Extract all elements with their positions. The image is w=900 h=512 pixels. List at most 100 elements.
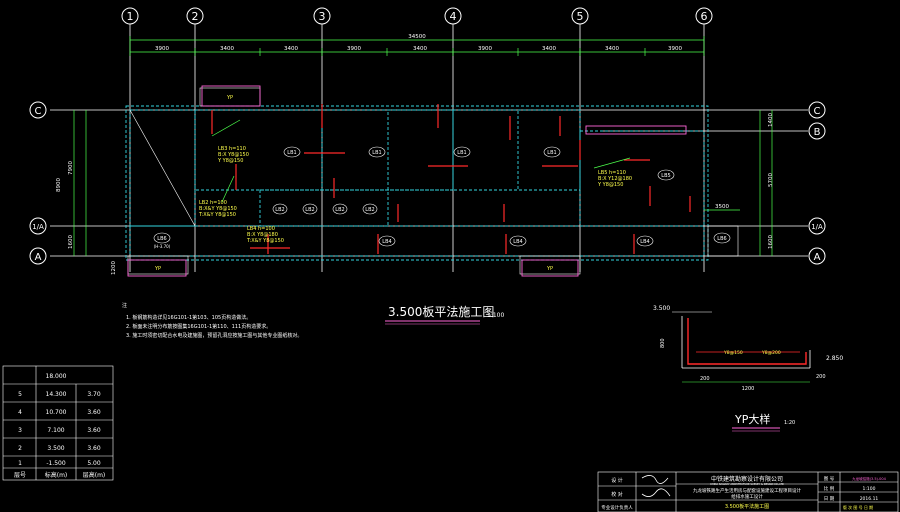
note-c-2: B:X Y12@180 (598, 176, 632, 182)
plan-title-block: 3.500板平法施工图 1:100 (385, 305, 504, 325)
detail-title: YP大样 (734, 412, 770, 426)
tb-design-label: 设 计 (611, 477, 623, 484)
dim-left-3: 1600 (68, 235, 74, 249)
general-notes: 注 1. 板钢筋构造详见16G101-1第103、105页构造做法。 2. 板面… (122, 302, 302, 339)
tb-drawing-name: 3.500板平法施工图 (725, 503, 769, 510)
slab-tag-labels: LB1 LB1 LB1 LB1 LB5 LB2 LB2 LB2 LB2 LB6 … (154, 150, 727, 249)
tb-field-2-label: 比 例 (824, 485, 835, 492)
axis-label-6: 6 (701, 10, 708, 23)
level-row-5-height: 3.70 (87, 391, 101, 398)
notes-heading: 注 (122, 302, 127, 309)
slab-tag-lb6-b: LB6 (717, 236, 726, 242)
yp-outlines (127, 85, 687, 277)
dim-bay-3: 3400 (284, 46, 298, 52)
dim-bay-1: 3900 (155, 46, 169, 52)
detail-dim-3: 200 (816, 374, 826, 380)
level-row-1-floor: 1 (18, 460, 22, 467)
level-header-elev: 标高(m) (45, 471, 68, 479)
dim-bay-4: 3900 (347, 46, 361, 52)
axis-bubbles-top: 1 2 3 4 5 6 (121, 7, 713, 25)
dim-bay-8: 3400 (605, 46, 619, 52)
level-row-4-elev: 10.700 (46, 409, 67, 416)
slab-outlines (125, 105, 709, 261)
level-row-1-height: 5.00 (87, 460, 101, 467)
note-b-2: B:X&Y Y8@150 (199, 206, 237, 212)
detail-dim-4: 1200 (742, 386, 755, 392)
level-table-text: 18.000 5 14.300 3.70 4 10.700 3.60 3 7.1… (14, 373, 105, 479)
dim-right-2: 5700 (768, 173, 774, 187)
axis-label-3: 3 (319, 10, 326, 23)
tb-check-label: 校 对 (611, 491, 623, 498)
rebar-marks (211, 104, 691, 254)
detail-dim-2: 800 (660, 338, 666, 348)
slab-tag-lb2-d: LB2 (365, 207, 374, 213)
tb-resp-label: 专业设计负责人 (601, 504, 633, 511)
level-row-1-elev: -1.500 (46, 460, 66, 467)
dim-left-2: 8900 (56, 178, 62, 192)
slab-tag-lb2-c: LB2 (335, 207, 344, 213)
title-block-text: 设 计 校 对 专业设计负责人 中铁建筑勘察设计有限公司 CHINA RAILW… (601, 475, 886, 511)
axis-label-a-left: A (35, 252, 42, 263)
level-row-5-floor: 5 (18, 391, 22, 398)
level-row-3-elev: 7.100 (47, 427, 64, 434)
axis-label-1a-left: 1/A (32, 223, 44, 231)
level-row-4-floor: 4 (18, 409, 22, 416)
level-table (2, 365, 114, 481)
level-row-5-elev: 14.300 (46, 391, 67, 398)
yp-label-bottom-right: YP (546, 266, 553, 272)
axis-label-c-right: C (814, 106, 821, 117)
detail-dim-1: 200 (700, 376, 710, 382)
tb-field-3-value: 2016.11 (860, 496, 879, 502)
axis-label-1: 1 (127, 10, 134, 23)
note-a-2: B:X Y8@150 (218, 152, 249, 158)
tb-company-en: CHINA RAILWAY ARCHITECTURE SURVEY & DESI… (710, 482, 784, 486)
note-d-3: T:X&Y Y8@150 (246, 238, 284, 244)
dim-right-3: 1600 (768, 235, 774, 249)
detail-bar-2: Y8@200 (761, 350, 781, 356)
tb-footer: 版 次 图 号 日 期 (843, 504, 873, 510)
axis-label-1a-right: 1/A (811, 223, 823, 231)
note-d-1: LB4 h=100 (247, 226, 275, 232)
dimension-texts: 34500 3900 3400 3400 3900 3400 3900 3400… (56, 34, 774, 275)
slab-tag-lb1-a: LB1 (287, 150, 296, 156)
axis-label-c-left: C (35, 106, 42, 117)
slab-tag-lb2-a: LB2 (275, 207, 284, 213)
detail-level-top: 3.500 (653, 305, 670, 312)
axis-label-b-right: B (814, 127, 821, 138)
slab-tag-lb1-d: LB1 (547, 150, 556, 156)
level-row-3-floor: 3 (18, 427, 22, 434)
note-b-3: T:X&Y Y8@150 (198, 212, 236, 218)
dim-bay-5: 3400 (413, 46, 427, 52)
slab-tag-lb2-b: LB2 (305, 207, 314, 213)
yp-label-bottom-left: YP (154, 266, 161, 272)
level-row-2-floor: 2 (18, 445, 22, 452)
tb-field-3-label: 日 期 (824, 496, 835, 502)
dim-left-1: 7900 (68, 161, 74, 175)
axis-label-4: 4 (450, 10, 457, 23)
dim-right-1: 1400 (768, 113, 774, 127)
note-c-3: Y Y8@150 (597, 182, 623, 188)
axis-bubbles-side: C 1/A A C B 1/A A (29, 101, 826, 265)
slab-tag-lb6-code: (H-3.70) (154, 244, 171, 249)
level-top: 18.000 (46, 373, 67, 380)
note-b-1: LB2 h=100 (199, 200, 227, 206)
axis-label-2: 2 (192, 10, 199, 23)
detail-bar-1: Y8@150 (723, 350, 743, 356)
tb-field-1-value: 九龙坡结施(3.5)-004 (852, 476, 887, 481)
level-header-height: 层高(m) (83, 471, 106, 479)
axis-grid (50, 24, 808, 272)
level-row-4-height: 3.60 (87, 409, 101, 416)
note-c-1: LB5 h=110 (598, 170, 626, 176)
yp-label-top: YP (226, 95, 233, 101)
slab-tags (153, 146, 731, 247)
plan-title: 3.500板平法施工图 (388, 305, 494, 319)
notes-line-1: 1. 板钢筋构造详见16G101-1第103、105页构造做法。 (126, 314, 251, 321)
dimension-lines (73, 36, 773, 256)
slab-tag-lb4-a: LB4 (382, 239, 391, 245)
annotation-leaders (211, 119, 631, 203)
note-a-1: LB3 h=110 (218, 146, 246, 152)
level-row-2-height: 3.60 (87, 445, 101, 452)
tb-field-2-value: 1:100 (863, 486, 876, 492)
level-row-2-elev: 3.500 (47, 445, 64, 452)
level-header-floor: 层号 (14, 472, 26, 479)
